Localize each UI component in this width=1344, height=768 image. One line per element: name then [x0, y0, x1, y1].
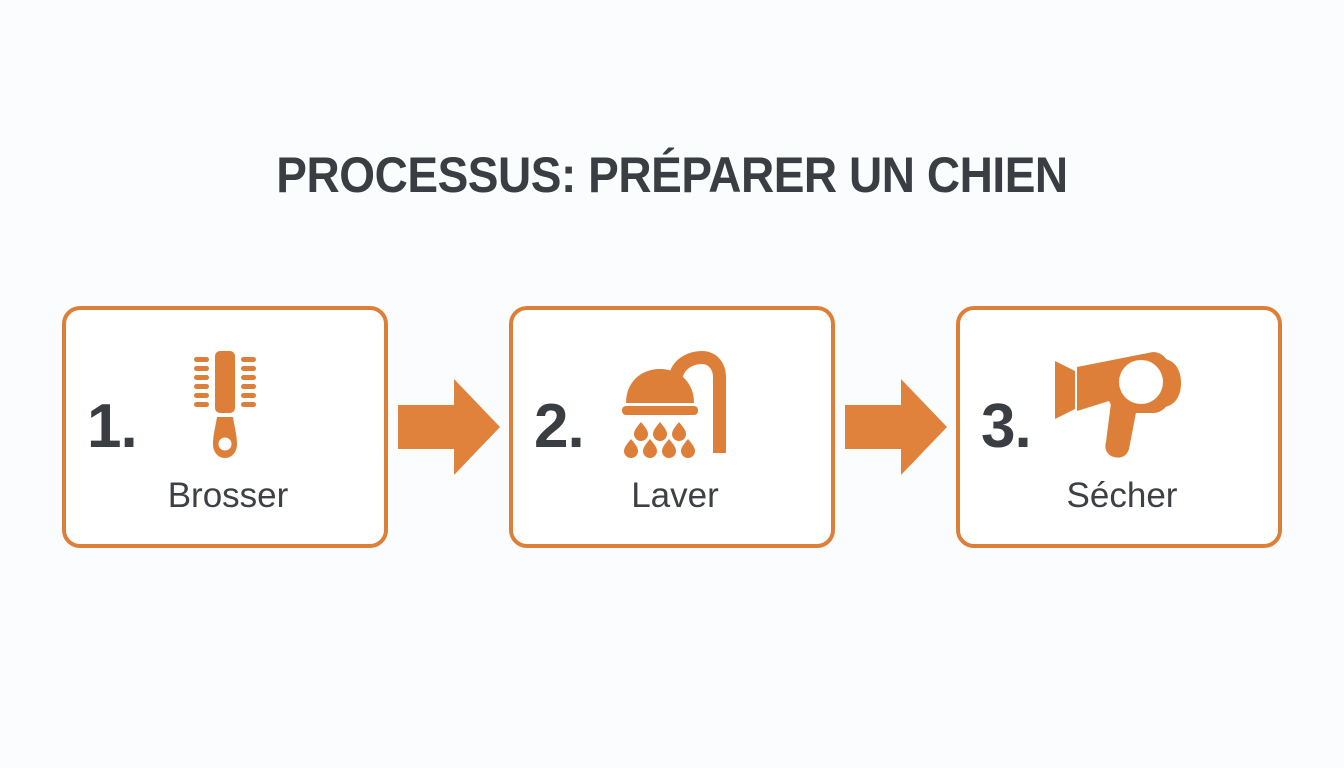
- step-number-3: 3.: [981, 392, 1032, 461]
- page-title: PROCESSUS: PRÉPARER UN CHIEN: [276, 147, 1068, 203]
- arrow-right-icon-2: [844, 378, 948, 476]
- process-step-card-1[interactable]: 1.: [62, 306, 388, 548]
- hair-brush-icon: [155, 346, 295, 462]
- arrow-right-icon-1: [397, 378, 501, 476]
- hair-dryer-icon: [1049, 346, 1189, 462]
- step-number-1: 1.: [87, 392, 138, 461]
- shower-head-icon: [602, 346, 742, 462]
- step-label-3: Sécher: [1066, 476, 1178, 515]
- process-step-card-3[interactable]: 3.: [956, 306, 1282, 548]
- step-label-2: Laver: [631, 476, 719, 515]
- process-steps-row: 1.: [62, 306, 1282, 548]
- process-step-card-2[interactable]: 2.: [509, 306, 835, 548]
- step-number-2: 2.: [534, 392, 585, 461]
- step-label-1: Brosser: [167, 476, 289, 515]
